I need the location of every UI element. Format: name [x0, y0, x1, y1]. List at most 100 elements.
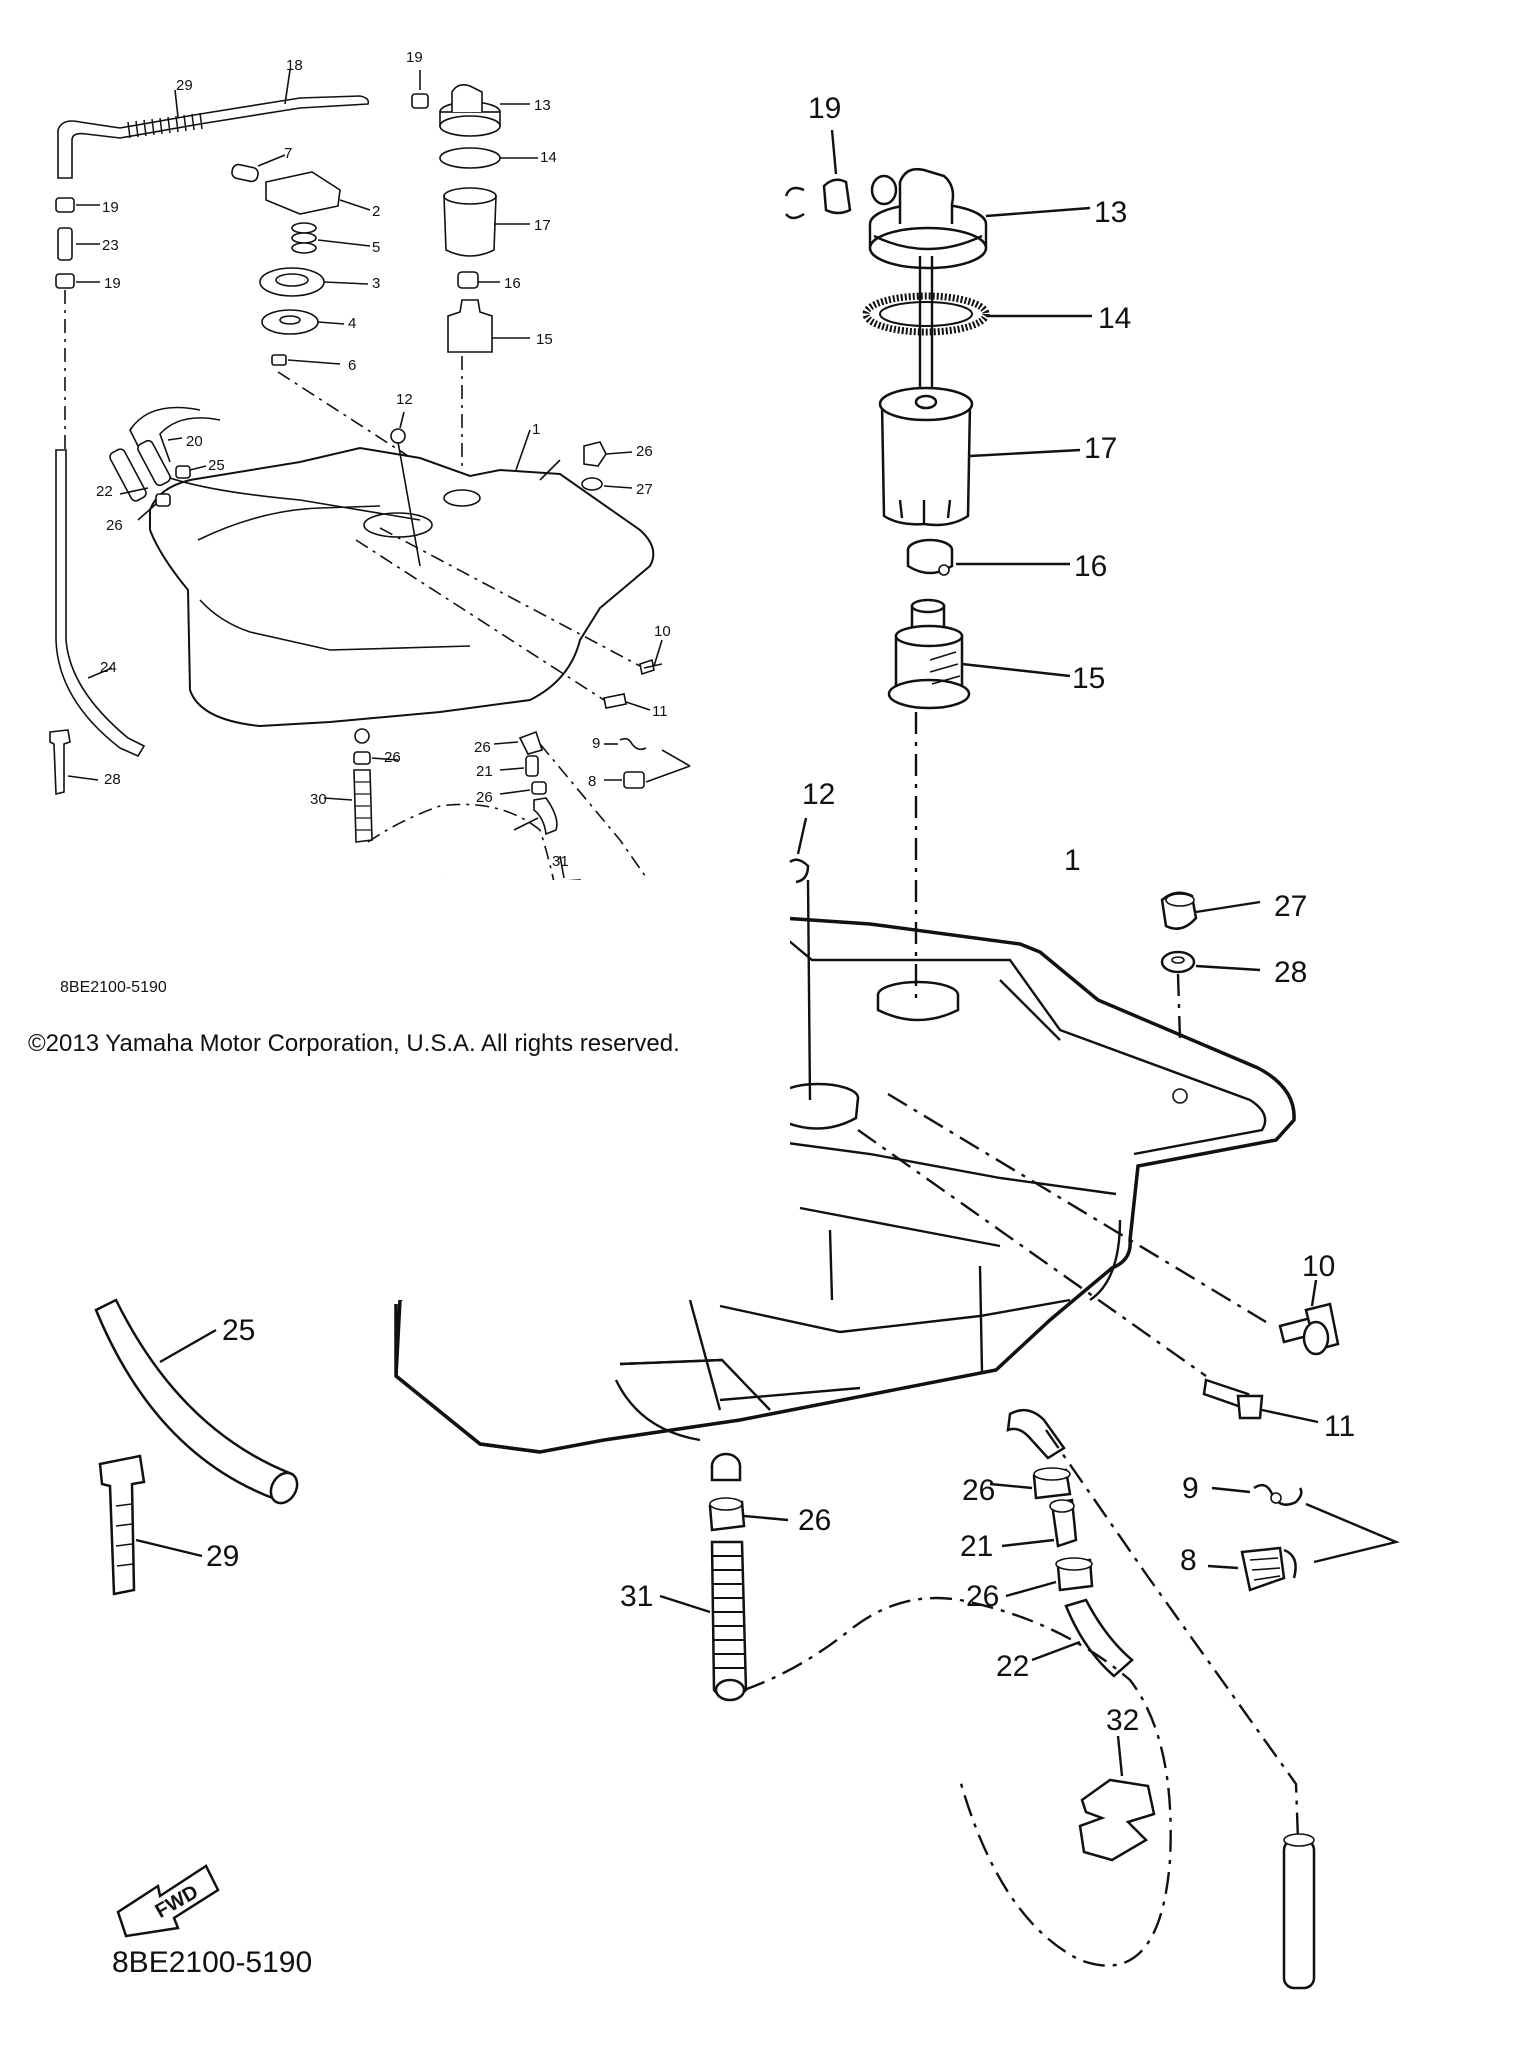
callout-27: 27 [1274, 890, 1307, 923]
callout-26: 26 [798, 1504, 831, 1537]
cap-13-small [439, 84, 501, 137]
callout-13: 13 [534, 97, 551, 114]
band-29 [49, 729, 71, 796]
clamp-26-d [353, 751, 371, 765]
part-7 [231, 163, 259, 183]
washer-4 [261, 309, 319, 335]
grommet-26-under [354, 728, 370, 744]
clamp-19-large [784, 178, 852, 220]
hose-bend-large [1006, 1408, 1066, 1460]
callout-18: 18 [286, 57, 303, 74]
clamp-19-top [411, 93, 429, 109]
callout-9: 9 [1182, 1472, 1199, 1505]
filter-17-small [443, 195, 497, 257]
callout-11: 11 [652, 703, 668, 720]
callout-31: 31 [552, 853, 569, 870]
clamp-26-c [531, 781, 547, 795]
clip-16-large [906, 538, 954, 576]
nut-27-small [583, 441, 607, 467]
callout-23: 23 [102, 237, 119, 254]
valve-15-small [447, 299, 493, 353]
spring-guard-30 [127, 112, 203, 139]
callout-32: 32 [1106, 1704, 1139, 1737]
callout-25: 25 [222, 1314, 255, 1347]
callout-14: 14 [1098, 302, 1131, 335]
callout-11: 11 [1324, 1410, 1355, 1443]
part-6 [271, 354, 287, 366]
band-29-large [98, 1454, 146, 1596]
hose-end-large [1282, 1833, 1316, 1990]
clamp-26-a [175, 465, 191, 479]
cap-13-large [868, 168, 988, 270]
callout-21: 21 [960, 1530, 993, 1563]
callout-19: 19 [104, 275, 121, 292]
grommet-26-large [710, 1452, 742, 1482]
callout-7: 7 [284, 145, 292, 162]
callout-28: 28 [104, 771, 121, 788]
callout-25: 25 [208, 457, 225, 474]
overview-diagram: FWD [49, 69, 691, 981]
filter-17-large [878, 386, 974, 527]
callout-3: 3 [372, 275, 380, 292]
fuel-tank-small [149, 446, 655, 728]
fwd-arrow-large: FWD [116, 1864, 220, 1938]
valve-15-large [887, 598, 971, 710]
callout-17: 17 [534, 217, 551, 234]
callout-6: 6 [348, 357, 356, 374]
clamp-26-large-a [1032, 1467, 1072, 1500]
callout-19: 19 [406, 49, 423, 66]
clamp-19-lower [55, 273, 75, 289]
hose-22-large [1064, 1598, 1134, 1678]
callout-29: 29 [206, 1540, 239, 1573]
clip-32-large [1078, 1778, 1156, 1862]
nut-27-large [1160, 891, 1198, 930]
callout-22: 22 [96, 483, 113, 500]
hose-25-large [94, 1298, 299, 1505]
clip-9-large [1253, 1483, 1303, 1506]
callout-4: 4 [348, 315, 356, 332]
callout-19: 19 [102, 199, 119, 216]
callout-12: 12 [396, 391, 413, 408]
callout-8: 8 [1180, 1544, 1197, 1577]
spring-hose-31-large [710, 1540, 748, 1702]
grommet-12-small [390, 428, 406, 444]
lock-assembly-2 [265, 171, 341, 215]
callout-13: 13 [1094, 196, 1127, 229]
clip-9-small [619, 737, 647, 751]
callout-26: 26 [476, 789, 493, 806]
hose-25 [55, 449, 146, 758]
callout-30: 30 [310, 791, 327, 808]
holder-8-large [1240, 1546, 1297, 1592]
callout-21: 21 [476, 763, 493, 780]
callout-24: 24 [100, 659, 117, 676]
gasket-14-small [439, 147, 501, 169]
clamp-26-b [155, 493, 171, 507]
callout-9: 9 [592, 735, 600, 752]
hose-22-small [533, 797, 558, 836]
filler-neck [876, 980, 960, 1022]
callout-31: 31 [620, 1580, 653, 1613]
spring-5 [291, 222, 317, 254]
callout-10: 10 [654, 623, 671, 640]
diagram-code-large: 8BE2100-5190 [112, 1946, 312, 1979]
callout-29: 29 [176, 77, 193, 94]
holder-8-small [623, 771, 645, 789]
bolt-10-small [639, 658, 663, 676]
callout-26: 26 [474, 739, 491, 756]
bolt-11-small [603, 693, 627, 709]
joint-24 [57, 227, 73, 261]
callout-10: 10 [1302, 1250, 1335, 1283]
callout-8: 8 [588, 773, 596, 790]
bolt-11-large [1202, 1378, 1264, 1420]
callout-26: 26 [962, 1474, 995, 1507]
seal-3 [259, 267, 325, 297]
bolt-10-large [1278, 1302, 1340, 1356]
callout-26: 26 [384, 749, 401, 766]
hose-20 [137, 439, 171, 487]
clamp-26-large-c [708, 1497, 746, 1532]
callout-26: 26 [966, 1580, 999, 1613]
copyright-notice: ©2013 Yamaha Motor Corporation, U.S.A. A… [28, 1030, 680, 1057]
callout-14: 14 [540, 149, 557, 166]
callout-28: 28 [1274, 956, 1307, 989]
callout-2: 2 [372, 203, 380, 220]
